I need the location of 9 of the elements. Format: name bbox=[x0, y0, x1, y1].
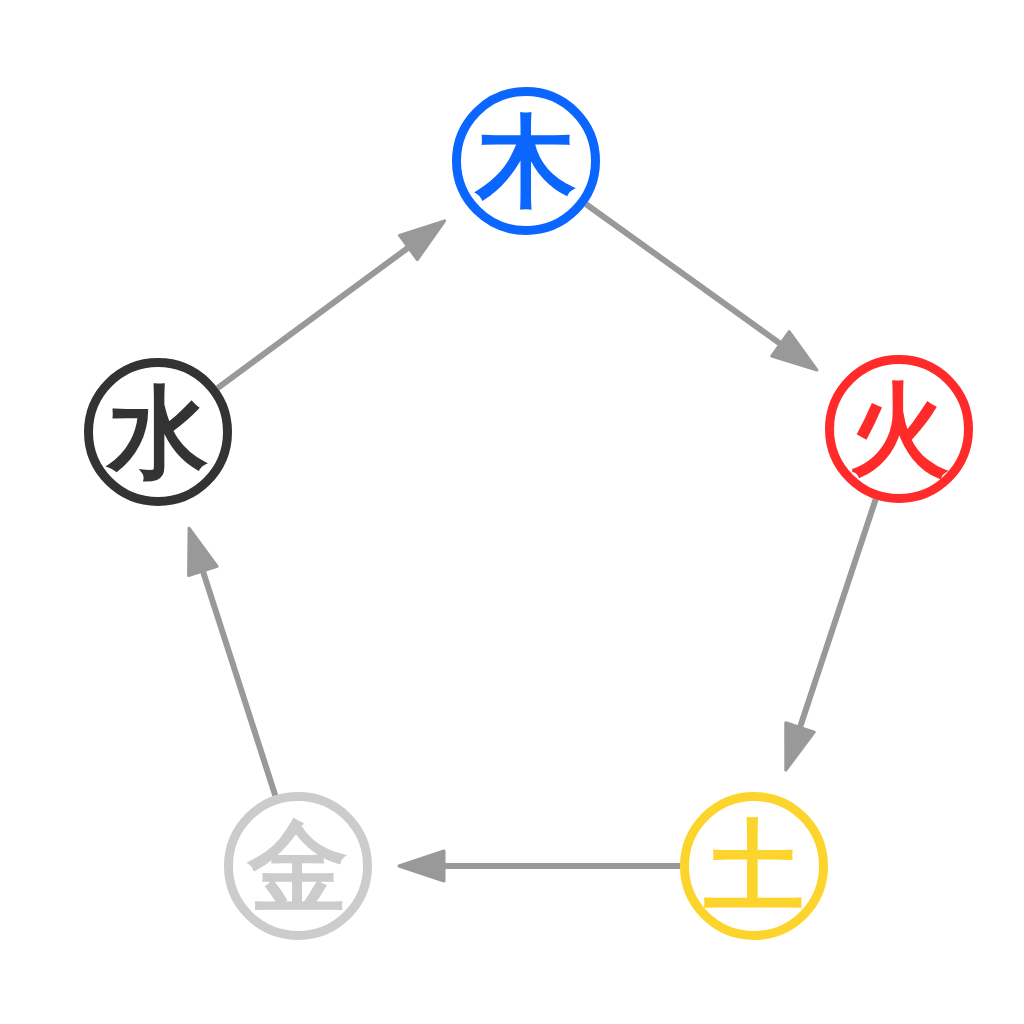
arrow bbox=[784, 498, 879, 772]
arrow bbox=[215, 219, 447, 391]
arrow bbox=[397, 849, 680, 883]
element-circle: 土 bbox=[680, 792, 828, 940]
arrow bbox=[187, 526, 279, 797]
element-circle: 木 bbox=[452, 87, 600, 235]
element-circle: 水 bbox=[84, 358, 232, 506]
element-circle: 火 bbox=[825, 355, 973, 503]
arrow bbox=[584, 201, 819, 372]
